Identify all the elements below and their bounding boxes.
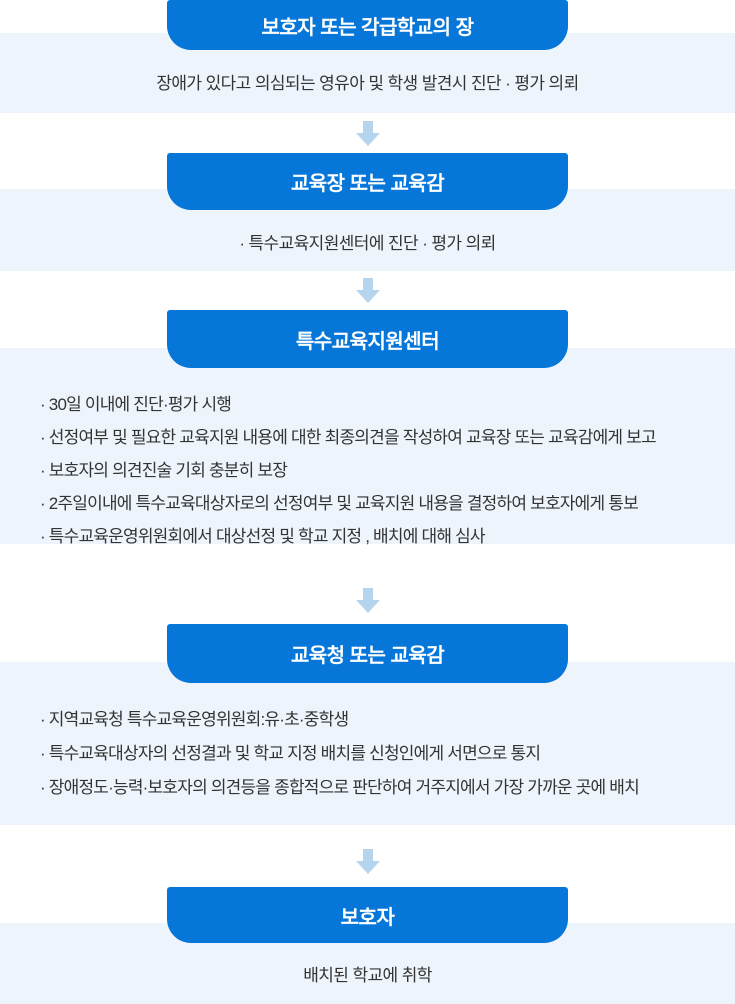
step-1-banner: 보호자 또는 각급학교의 장 (167, 0, 568, 50)
bullet-item: · 2주일이내에 특수교육대상자로의 선정여부 및 교육지원 내용을 결정하여 … (40, 494, 639, 513)
step-4-background-band (0, 662, 735, 825)
bullet-item: · 특수교육대상자의 선정결과 및 학교 지정 배치를 신청인에게 서면으로 통… (40, 744, 541, 763)
bullet-item: · 장애정도·능력·보호자의 의견등을 종합적으로 판단하여 거주지에서 가장 … (40, 778, 640, 797)
step-2-banner: 교육장 또는 교육감 (167, 153, 568, 210)
step-5-title: 보호자 (340, 906, 395, 929)
step-4-bullet-list: · 지역교육청 특수교육운영위원회:유·초·중학생 · 특수교육대상자의 선정결… (40, 703, 715, 805)
step-4-title: 교육청 또는 교육감 (290, 645, 445, 667)
down-arrow-icon (356, 588, 380, 613)
bullet-item: · 30일 이내에 진단·평가 시행 (40, 395, 232, 414)
step-1-title: 보호자 또는 각급학교의 장 (261, 16, 474, 39)
bullet-item: · 지역교육청 특수교육운영위원회:유·초·중학생 (40, 710, 349, 729)
down-arrow-icon (356, 278, 380, 303)
bullet-item: · 특수교육운영위원회에서 대상선정 및 학교 지정 , 배치에 대해 심사 (40, 527, 486, 546)
step-3-background-band (0, 348, 735, 544)
step-4-banner: 교육청 또는 교육감 (167, 624, 568, 683)
bullet-item: · 선정여부 및 필요한 교육지원 내용에 대한 최종의견을 작성하여 교육장 … (40, 428, 657, 447)
step-2-title: 교육장 또는 교육감 (290, 173, 445, 195)
down-arrow-icon (356, 121, 380, 146)
step-5-banner: 보호자 (167, 887, 568, 943)
bullet-item: · 보호자의 의견진술 기회 충분히 보장 (40, 461, 288, 480)
step-3-banner: 특수교육지원센터 (167, 310, 568, 368)
step-1-description: 장애가 있다고 의심되는 영유아 및 학생 발견시 진단 · 평가 의뢰 (156, 74, 579, 93)
step-2-description: · 특수교육지원센터에 진단 · 평가 의뢰 (239, 234, 496, 253)
step-3-title: 특수교육지원센터 (295, 330, 440, 353)
step-3-bullet-list: · 30일 이내에 진단·평가 시행 · 선정여부 및 필요한 교육지원 내용에… (40, 388, 715, 553)
step-5-description: 배치된 학교에 취학 (303, 966, 432, 985)
down-arrow-icon (356, 849, 380, 874)
